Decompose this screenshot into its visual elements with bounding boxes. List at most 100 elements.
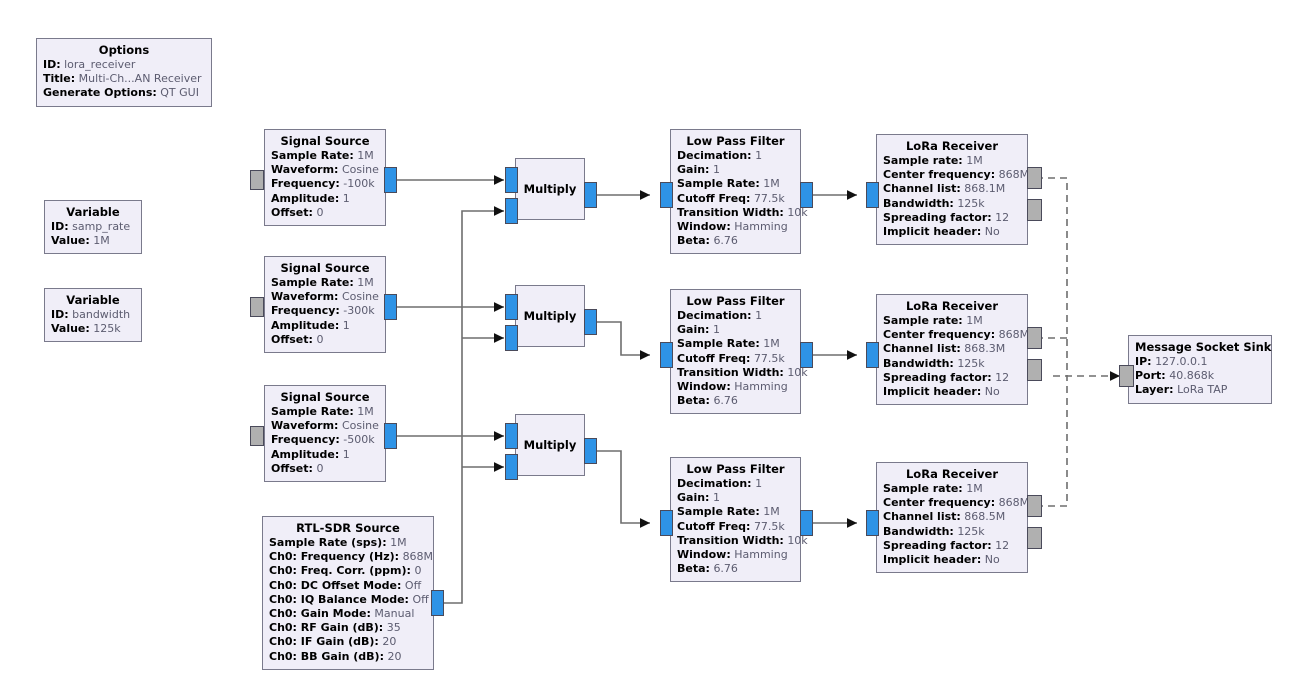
block-low-pass-filter-3-row-gain: Gain: 1 bbox=[677, 491, 720, 505]
block-signal-source-2-row-amplitude: Amplitude: 1 bbox=[271, 318, 350, 332]
block-signal-source-2[interactable]: Signal Source Sample Rate: 1M Waveform: … bbox=[264, 256, 386, 354]
block-low-pass-filter-2-row-transition-width: Transition Width: 10k bbox=[677, 365, 808, 379]
block-multiply-1-title: Multiply bbox=[523, 182, 577, 196]
block-lora-receiver-1-row-sample-rate: Sample rate: 1M bbox=[883, 154, 983, 167]
port-lora-receiver-3-msg-out0[interactable] bbox=[1027, 495, 1042, 517]
block-lora-receiver-1-row-spreading-factor: Spreading factor: 12 bbox=[883, 210, 1010, 224]
block-signal-source-3-row-sample-rate: Sample Rate: 1M bbox=[271, 405, 374, 418]
port-signal-source-3-left-stub[interactable] bbox=[250, 426, 264, 446]
block-low-pass-filter-1-row-decimation: Decimation: 1 bbox=[677, 149, 763, 162]
wire-mult2-lpf2 bbox=[597, 321, 650, 360]
block-low-pass-filter-1-row-transition-width: Transition Width: 10k bbox=[677, 205, 808, 219]
port-message-socket-sink-in[interactable] bbox=[1119, 365, 1134, 387]
block-options[interactable]: Options ID: lora_receiver Title: Multi-C… bbox=[36, 38, 212, 107]
port-low-pass-filter-1-in[interactable] bbox=[660, 182, 673, 208]
port-lora-receiver-1-msg-out0[interactable] bbox=[1027, 167, 1042, 189]
block-options-row-id: ID: lora_receiver bbox=[43, 58, 136, 71]
block-variable-samp-rate-title: Variable bbox=[66, 205, 120, 219]
port-signal-source-1-out[interactable] bbox=[384, 167, 397, 193]
block-rtl-sdr-source-row-rf-gain: Ch0: RF Gain (dB): 35 bbox=[269, 621, 401, 635]
block-rtl-sdr-source-row-dc-offset-mode: Ch0: DC Offset Mode: Off bbox=[269, 578, 422, 592]
wire-lora1-msgsink bbox=[1036, 177, 1068, 376]
block-low-pass-filter-3-row-window: Window: Hamming bbox=[677, 548, 788, 562]
port-low-pass-filter-1-out[interactable] bbox=[800, 182, 813, 208]
block-low-pass-filter-1-row-sample-rate: Sample Rate: 1M bbox=[677, 177, 780, 191]
block-lora-receiver-3-title: LoRa Receiver bbox=[905, 467, 999, 481]
block-low-pass-filter-2-row-sample-rate: Sample Rate: 1M bbox=[677, 337, 780, 351]
port-multiply-3-out[interactable] bbox=[584, 438, 597, 464]
port-lora-receiver-2-msg-out0[interactable] bbox=[1027, 327, 1042, 349]
block-multiply-3[interactable]: Multiply bbox=[515, 414, 585, 476]
port-low-pass-filter-2-in[interactable] bbox=[660, 342, 673, 368]
block-low-pass-filter-2-row-beta: Beta: 6.76 bbox=[677, 394, 738, 408]
block-rtl-sdr-source-row-iq-balance-mode: Ch0: IQ Balance Mode: Off bbox=[269, 592, 429, 606]
block-options-row-title: Title: Multi-Ch...AN Receiver bbox=[43, 72, 202, 86]
port-low-pass-filter-2-out[interactable] bbox=[800, 342, 813, 368]
port-lora-receiver-2-msg-out1[interactable] bbox=[1027, 359, 1042, 381]
wire-lora3-msgsink bbox=[1036, 376, 1068, 507]
block-low-pass-filter-3-row-transition-width: Transition Width: 10k bbox=[677, 533, 808, 547]
port-low-pass-filter-3-in[interactable] bbox=[660, 510, 673, 536]
block-lora-receiver-2[interactable]: LoRa Receiver Sample rate: 1M Center fre… bbox=[876, 294, 1029, 406]
port-multiply-1-out[interactable] bbox=[584, 182, 597, 208]
port-signal-source-2-left-stub[interactable] bbox=[250, 297, 264, 317]
block-low-pass-filter-3-row-beta: Beta: 6.76 bbox=[677, 562, 738, 576]
block-lora-receiver-3-row-center-frequency: Center frequency: 868M bbox=[883, 496, 1030, 510]
block-low-pass-filter-3[interactable]: Low Pass Filter Decimation: 1 Gain: 1 Sa… bbox=[670, 457, 808, 583]
block-low-pass-filter-2-row-gain: Gain: 1 bbox=[677, 323, 720, 337]
block-rtl-sdr-source-row-frequency: Ch0: Frequency (Hz): 868M bbox=[269, 550, 434, 564]
port-multiply-3-in1[interactable] bbox=[505, 454, 518, 480]
port-rtl-sdr-source-out[interactable] bbox=[431, 590, 444, 616]
block-rtl-sdr-source[interactable]: RTL-SDR Source Sample Rate (sps): 1M Ch0… bbox=[262, 516, 434, 670]
port-multiply-1-in0[interactable] bbox=[505, 167, 518, 193]
port-lora-receiver-3-in[interactable] bbox=[866, 510, 879, 536]
block-lora-receiver-1[interactable]: LoRa Receiver Sample rate: 1M Center fre… bbox=[876, 134, 1030, 246]
block-lora-receiver-1-row-center-frequency: Center frequency: 868M bbox=[883, 168, 1030, 182]
block-low-pass-filter-2-title: Low Pass Filter bbox=[686, 294, 785, 308]
port-multiply-2-out[interactable] bbox=[584, 309, 597, 335]
block-rtl-sdr-source-row-gain-mode: Ch0: Gain Mode: Manual bbox=[269, 607, 415, 621]
wire-mult3-lpf3 bbox=[597, 450, 650, 528]
port-multiply-2-in1[interactable] bbox=[505, 325, 518, 351]
block-low-pass-filter-1-row-window: Window: Hamming bbox=[677, 220, 788, 234]
block-multiply-2[interactable]: Multiply bbox=[515, 285, 585, 347]
port-lora-receiver-2-in[interactable] bbox=[866, 342, 879, 368]
block-signal-source-3-row-offset: Offset: 0 bbox=[271, 461, 324, 475]
port-lora-receiver-1-msg-out1[interactable] bbox=[1027, 199, 1042, 221]
block-signal-source-3[interactable]: Signal Source Sample Rate: 1M Waveform: … bbox=[264, 385, 386, 483]
port-signal-source-1-left-stub[interactable] bbox=[250, 170, 264, 190]
block-signal-source-1-title: Signal Source bbox=[280, 134, 370, 148]
block-rtl-sdr-source-title: RTL-SDR Source bbox=[296, 521, 400, 535]
block-signal-source-1-row-waveform: Waveform: Cosine bbox=[271, 163, 379, 177]
block-message-socket-sink-row-layer: Layer: LoRa TAP bbox=[1135, 383, 1228, 397]
block-lora-receiver-3-row-sample-rate: Sample rate: 1M bbox=[883, 482, 983, 495]
block-lora-receiver-3[interactable]: LoRa Receiver Sample rate: 1M Center fre… bbox=[876, 462, 1030, 574]
block-signal-source-3-row-waveform: Waveform: Cosine bbox=[271, 419, 379, 433]
block-multiply-1[interactable]: Multiply bbox=[515, 158, 585, 220]
block-lora-receiver-3-row-bandwidth: Bandwidth: 125k bbox=[883, 524, 985, 538]
block-signal-source-1[interactable]: Signal Source Sample Rate: 1M Waveform: … bbox=[264, 129, 386, 227]
block-variable-samp-rate[interactable]: Variable ID: samp_rate Value: 1M bbox=[44, 200, 142, 255]
port-lora-receiver-3-msg-out1[interactable] bbox=[1027, 527, 1042, 549]
port-multiply-2-in0[interactable] bbox=[505, 294, 518, 320]
block-lora-receiver-2-row-sample-rate: Sample rate: 1M bbox=[883, 314, 983, 327]
block-low-pass-filter-1[interactable]: Low Pass Filter Decimation: 1 Gain: 1 Sa… bbox=[670, 129, 808, 255]
block-lora-receiver-3-row-implicit-header: Implicit header: No bbox=[883, 553, 1000, 567]
block-message-socket-sink[interactable]: Message Socket Sink IP: 127.0.0.1 Port: … bbox=[1128, 335, 1272, 404]
port-signal-source-2-out[interactable] bbox=[384, 294, 397, 320]
port-signal-source-3-out[interactable] bbox=[384, 423, 397, 449]
block-variable-bandwidth[interactable]: Variable ID: bandwidth Value: 125k bbox=[44, 288, 142, 343]
block-low-pass-filter-3-title: Low Pass Filter bbox=[686, 462, 785, 476]
block-variable-bandwidth-row-value: Value: 125k bbox=[51, 322, 121, 336]
port-multiply-3-in0[interactable] bbox=[505, 423, 518, 449]
block-low-pass-filter-2[interactable]: Low Pass Filter Decimation: 1 Gain: 1 Sa… bbox=[670, 289, 808, 415]
block-signal-source-2-row-sample-rate: Sample Rate: 1M bbox=[271, 276, 374, 289]
port-multiply-1-in1[interactable] bbox=[505, 198, 518, 224]
block-rtl-sdr-source-row-bb-gain: Ch0: BB Gain (dB): 20 bbox=[269, 649, 402, 663]
port-lora-receiver-1-in[interactable] bbox=[866, 182, 879, 208]
block-multiply-3-title: Multiply bbox=[523, 438, 577, 452]
port-low-pass-filter-3-out[interactable] bbox=[800, 510, 813, 536]
block-rtl-sdr-source-row-if-gain: Ch0: IF Gain (dB): 20 bbox=[269, 635, 397, 649]
block-low-pass-filter-2-row-decimation: Decimation: 1 bbox=[677, 309, 763, 322]
